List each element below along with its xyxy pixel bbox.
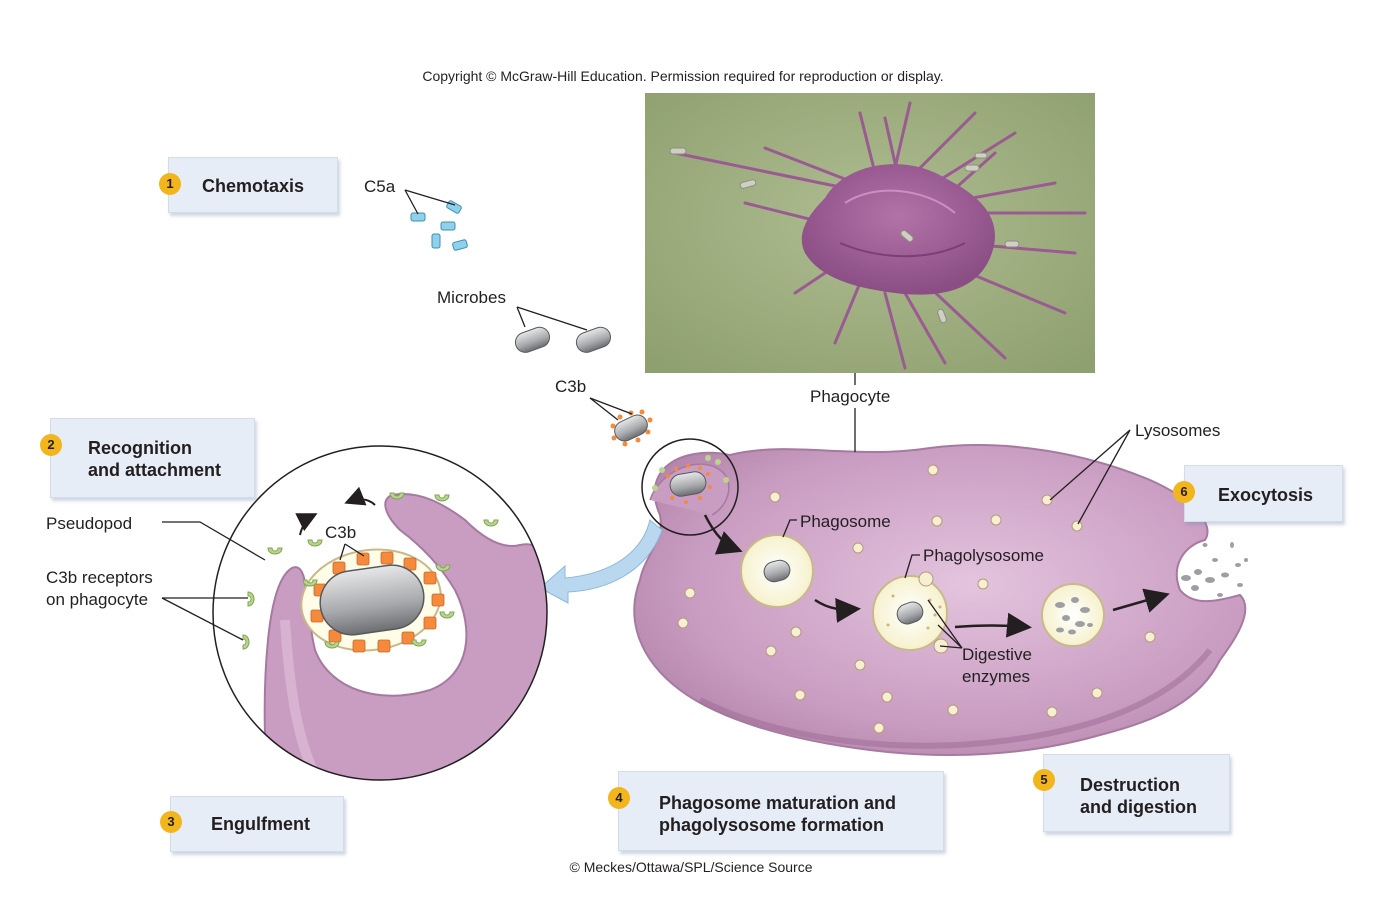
label-digestive-line1: Digestive — [962, 645, 1032, 664]
c3b-coated-microbe — [610, 409, 653, 447]
step-2-badge: 2 — [40, 434, 62, 456]
label-c5a: C5a — [364, 177, 396, 196]
step-5-box: Destruction and digestion — [1043, 754, 1230, 832]
step-2-text-line2: and attachment — [88, 460, 222, 480]
step-4-text-line1: Phagosome maturation and — [659, 793, 897, 813]
step-5-text-line1: Destruction — [1080, 775, 1181, 795]
label-lysosomes: Lysosomes — [1135, 421, 1221, 440]
step-6-badge: 6 — [1173, 481, 1195, 503]
lysosomes-group — [677, 464, 1156, 734]
step-3-text: Engulfment — [211, 814, 310, 834]
label-c3b-receptors-line2: on phagocyte — [46, 590, 149, 609]
step-6-box: Exocytosis — [1184, 465, 1343, 522]
step-1-box: Chemotaxis — [168, 157, 338, 213]
step-3-badge: 3 — [160, 811, 182, 833]
step-3-box: Engulfment — [170, 796, 344, 852]
phagocyte-micrograph — [645, 93, 1095, 373]
engulfed-microbe — [319, 564, 425, 636]
step-5-badge: 5 — [1033, 769, 1055, 791]
step-2-text-line1: Recognition — [88, 438, 192, 458]
digestion-vesicle — [1041, 583, 1105, 647]
engulfment-inset — [213, 446, 547, 780]
attachment-circle — [641, 438, 739, 536]
free-microbes — [514, 326, 612, 353]
step-1-text: Chemotaxis — [202, 176, 305, 196]
photo-credit: © Meckes/Ottawa/SPL/Science Source — [569, 859, 813, 875]
step-2-box: Recognition and attachment — [50, 418, 255, 498]
step-6-text: Exocytosis — [1218, 485, 1314, 505]
exocytosis-debris — [1181, 542, 1248, 597]
step-4-text-line2: phagolysosome formation — [659, 815, 885, 835]
label-digestive-line2: enzymes — [962, 667, 1031, 686]
label-phagosome: Phagosome — [800, 512, 891, 531]
step-5-text-line2: and digestion — [1080, 797, 1197, 817]
label-microbes: Microbes — [437, 288, 506, 307]
step-4-box: Phagosome maturation and phagolysosome f… — [618, 771, 944, 851]
label-pseudopod: Pseudopod — [46, 514, 133, 533]
step-4-badge: 4 — [608, 787, 630, 809]
label-c3b-inset: C3b — [325, 523, 357, 542]
label-phagolysosome: Phagolysosome — [923, 546, 1044, 565]
label-c3b-receptors-line1: C3b receptors — [46, 568, 153, 587]
zoom-arrow — [539, 519, 663, 604]
copyright-top: Copyright © McGraw-Hill Education. Permi… — [422, 68, 944, 84]
c5a-molecules — [410, 200, 468, 251]
label-phagocyte: Phagocyte — [810, 387, 891, 406]
step-1-badge: 1 — [159, 173, 181, 195]
label-c3b: C3b — [555, 377, 587, 396]
